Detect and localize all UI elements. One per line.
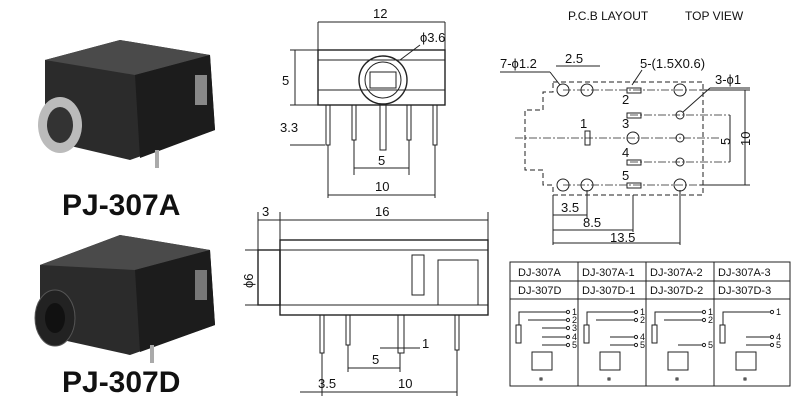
schematic-pin-label: 5 [572, 340, 577, 350]
jack-photo-d [34, 235, 215, 363]
schematic-pin-label: 4 [640, 332, 645, 342]
jack-photo-a [38, 40, 215, 168]
dim-span: 10 [398, 376, 412, 391]
dim-length: 16 [375, 204, 389, 219]
front-view: 12 ϕ3.6 5 3.3 5 10 [280, 6, 446, 198]
dim-pitch-inner: 5 [378, 153, 385, 168]
model-d-label: PJ-307D [62, 366, 180, 399]
pcb-dim-5: 5 [718, 138, 733, 145]
pcb-pin-3: 3 [622, 116, 629, 131]
table-cell: DJ-307A-3 [718, 267, 771, 279]
pcb-layout: P.C.B LAYOUT TOP VIEW 1 2 3 4 5 7-ϕ1.2 2… [500, 9, 753, 245]
schematic-pin-label: 5 [776, 340, 781, 350]
schematic-pin-label: 5 [640, 340, 645, 350]
schematic-diagram: 12 5 [651, 307, 713, 381]
dim-offset: 3.5 [318, 376, 336, 391]
side-view: 3 16 ϕ6 1 5 3.5 10 [241, 204, 489, 396]
variant-table: DJ-307A DJ-307A-1 DJ-307A-2 DJ-307A-3 DJ… [509, 261, 791, 387]
dim-pin-length: 3.3 [280, 120, 298, 135]
table-cell: DJ-307A-2 [650, 267, 703, 279]
schematic-pin-label: 2 [640, 315, 645, 325]
dim-height: 5 [282, 73, 289, 88]
dim-pin-pitch: 5 [372, 352, 379, 367]
schematic-pin-label: 5 [708, 340, 713, 350]
schematic-pin-label: 1 [572, 307, 577, 317]
pcb-dim-10: 10 [738, 132, 753, 146]
table-cell: DJ-307A [518, 267, 561, 279]
table-cell: DJ-307D-1 [582, 285, 635, 297]
schematic-diagram: 1 45 [719, 307, 781, 381]
schematic-pin-label: 3 [572, 323, 577, 333]
schematic-diagram: 12 45 [583, 307, 645, 381]
pcb-slots: 5-(1.5X0.6) [640, 56, 705, 71]
pcb-dim-3-5: 3.5 [561, 200, 579, 215]
pcb-pin-1: 1 [580, 116, 587, 131]
schematic-pin-label: 2 [572, 315, 577, 325]
pcb-holes-large: 7-ϕ1.2 [500, 56, 537, 71]
schematic-pin-label: 4 [776, 332, 781, 342]
dim-width: 12 [373, 6, 387, 21]
dim-diameter: ϕ6 [241, 273, 256, 288]
schematic-pin-label: 1 [640, 307, 645, 317]
schematic-pin-label: 4 [572, 332, 577, 342]
pcb-pin-4: 4 [622, 145, 629, 160]
pcb-pin-5: 5 [622, 168, 629, 183]
dim-pin-width: 1 [422, 336, 429, 351]
schematic-pin-label: 2 [708, 315, 713, 325]
schematic-pin-label: 1 [708, 307, 713, 317]
pcb-view: TOP VIEW [685, 9, 744, 23]
pcb-pitch: 2.5 [565, 51, 583, 66]
table-cell: DJ-307D-2 [650, 285, 703, 297]
model-a-label: PJ-307A [62, 189, 180, 222]
pcb-dim-8-5: 8.5 [583, 215, 601, 230]
pcb-holes-small: 3-ϕ1 [715, 72, 741, 87]
table-cell: DJ-307A-1 [582, 267, 635, 279]
table-cell: DJ-307D [518, 285, 561, 297]
pcb-title: P.C.B LAYOUT [568, 9, 649, 23]
pcb-dim-13-5: 13.5 [610, 230, 635, 245]
schematic-pin-label: 1 [776, 307, 781, 317]
dim-hole: ϕ3.6 [420, 30, 445, 45]
pcb-pin-2: 2 [622, 92, 629, 107]
dim-nose: 3 [262, 204, 269, 219]
dim-pitch-outer: 10 [375, 179, 389, 194]
table-cell: DJ-307D-3 [718, 285, 771, 297]
